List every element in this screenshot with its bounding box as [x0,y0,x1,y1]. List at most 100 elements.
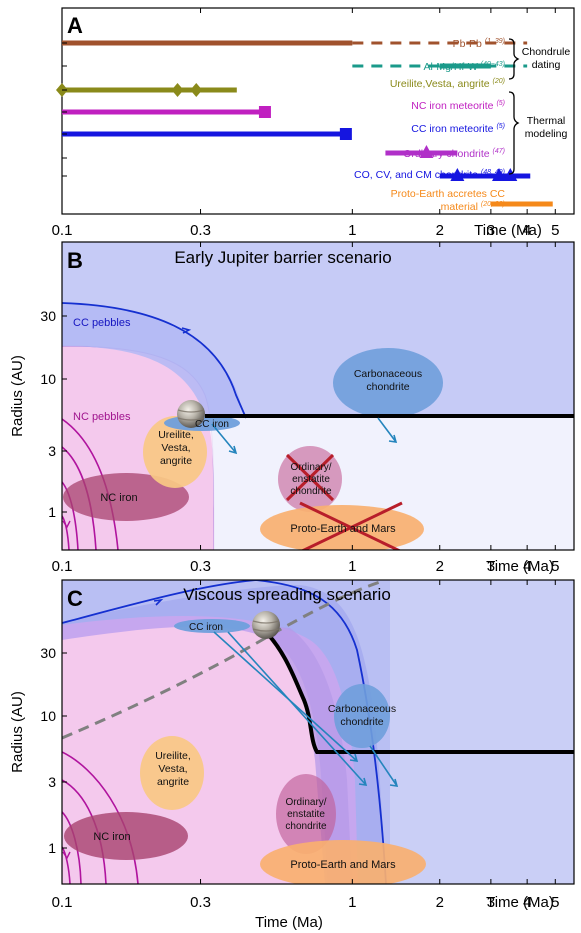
row-ureilite-vesta-angrite: Ureilite,Vesta, angrite (20) [56,78,505,97]
label-ureilite: Ureilite,Vesta,angrite [158,429,194,467]
label-ordinary-line3: chondrite [285,821,327,832]
diamond-marker [190,83,203,97]
ureilite-blob [140,736,204,810]
x-tick-label: 0.3 [190,558,211,575]
panel-b-title: Early Jupiter barrier scenario [174,248,391,267]
x-tick-label: 0.3 [190,222,211,239]
label-ureilite-line1: Ureilite, [158,429,194,441]
group-label-thermal-line1: Thermal [527,115,566,127]
label-ureilite-line2: Vesta, [161,442,190,454]
cc-pebble-track [62,302,247,419]
label-cc-iron: CC iron [195,419,229,430]
y-tick-label: 1 [48,504,56,520]
row-ref: (20, 22) [481,201,505,208]
row-ref: (1, 39) [485,38,505,45]
x-tick-label: 2 [436,894,444,911]
group-label-chondrule-line2: dating [532,59,561,71]
x-tick-label: 2 [436,558,444,575]
thermal-modeling-bracket [508,91,520,175]
cc-pebble-arrow-icon [153,598,164,606]
x-tick-label: 4 [523,558,531,575]
panel-c-xlabel: Time (Ma) [486,894,554,911]
carbonaceous-arrow [377,417,398,443]
x-tick-label: 5 [551,222,559,239]
row-ref: (20) [493,78,505,85]
triangle-marker [419,145,434,158]
y-tick-label: 3 [48,443,56,459]
label-ureilite: Ureilite,Vesta,angrite [155,750,191,788]
label-ordinary-line2: enstatite [287,809,325,820]
panel-c-frame [61,579,575,885]
y-tick-label: 30 [40,645,56,661]
square-marker [258,106,271,118]
group-label-thermal-line2: modeling [525,128,568,140]
row-cc-iron-meteorite: CC iron meteorite (5) [62,123,505,140]
x-tick-label: 1 [348,222,356,239]
row-ref: (40−43) [481,61,505,68]
label-nc-iron: NC iron [100,492,137,504]
panel-c-xlabel-bottom: Time (Ma) [255,914,323,931]
panel-b-ylabel: Radius (AU) [9,355,26,437]
label-nc-pebbles: NC pebbles [73,411,131,423]
label-nc-iron: NC iron [93,831,130,843]
y-tick-label: 10 [40,371,56,387]
cc-pebble-arrow-icon [181,327,192,334]
label-ordinary-line2: enstatite [292,474,330,485]
x-tick-label: 0.1 [52,558,73,575]
label-carbonaceous-line2: chondrite [340,716,383,728]
row-label: Ureilite,Vesta, angrite (20) [390,78,505,90]
cc-iron-blob [174,619,250,633]
row-label: CC iron meteorite (5) [411,123,505,135]
y-tick-label: 1 [48,840,56,856]
panel-b-frame [61,241,575,551]
x-tick-label: 2 [436,222,444,239]
jupiter-barrier-line [260,626,574,754]
label-cc-pebbles: CC pebbles [73,317,131,329]
label-carbonaceous-line1: Carbonaceous [354,368,422,380]
row-label: CO, CV, and CM chondrite (48, 49) [354,169,505,181]
x-tick-label: 5 [551,894,559,911]
jupiter-icon [252,611,280,639]
label-ordinary-line1: Ordinary/ [285,797,326,808]
label-carbonaceous-line2: chondrite [366,381,409,393]
row-label: NC iron meteorite (5) [411,100,505,112]
panel-a-timeline: A Pb-Pb (1, 39)Al-Mg/Hf-W (40−43)Ureilit… [52,7,575,239]
label-ureilite-line1: Ureilite, [155,750,191,762]
row-label: Proto-Earth accretes CC [391,188,506,200]
row-ref: (5) [496,123,505,130]
label-ureilite-line3: angrite [157,776,189,788]
label-carbonaceous-line1: Carbonaceous [328,703,396,715]
x-tick-label: 3 [487,558,495,575]
panel-b-letter: B [67,248,83,273]
y-tick-label: 30 [40,308,56,324]
cc-pebble-track [62,580,387,884]
row-co-cv-and-cm-chondrite: CO, CV, and CM chondrite (48, 49) [354,168,531,181]
jupiter-band-icon [252,620,280,632]
nc-iron-blob [64,812,188,860]
diamond-marker [171,83,184,97]
row-ref: (5) [496,100,505,107]
x-tick-label: 3 [487,222,495,239]
x-tick-label: 1 [348,894,356,911]
x-tick-label: 3 [487,894,495,911]
cc-iron-arrow-2 [227,631,368,786]
outer-disk-shading [62,580,574,884]
cc-iron-arrow [211,423,238,455]
nc-pebble-track-1 [62,751,139,884]
label-ureilite-line3: angrite [160,455,192,467]
ureilite-blob [143,416,207,488]
cc-pebble-region [62,303,240,417]
carbonaceous-blob [333,348,443,418]
x-tick-label: 0.1 [52,222,73,239]
proto-earth-blob [260,840,426,884]
x-tick-label: 0.3 [190,894,211,911]
nc-pebble-track-4 [62,846,71,884]
label-ordinary-line3: chondrite [290,486,332,497]
label-proto-earth: Proto-Earth and Mars [290,523,396,535]
